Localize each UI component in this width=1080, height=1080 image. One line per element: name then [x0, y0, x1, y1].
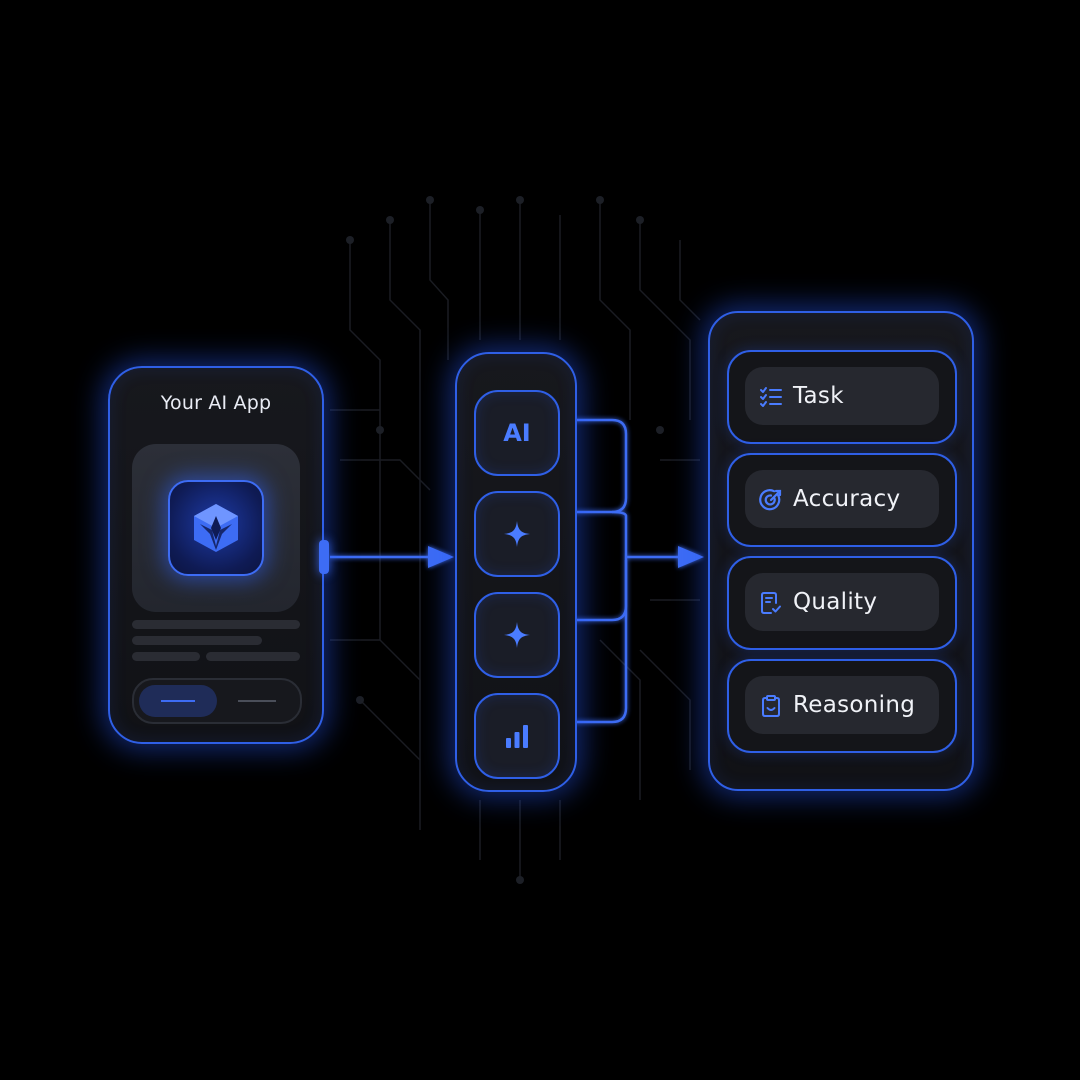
app-toggle[interactable]	[132, 678, 302, 724]
metric-quality-pill: Quality	[745, 573, 939, 631]
cube-spark-icon	[194, 504, 238, 552]
metric-reasoning-label: Reasoning	[793, 692, 916, 718]
metric-reasoning-pill: Reasoning	[745, 676, 939, 734]
model-tile-chart	[474, 693, 560, 779]
target-icon	[759, 489, 782, 511]
ai-app-card: Your AI App	[108, 366, 324, 744]
metric-accuracy-pill: Accuracy	[745, 470, 939, 528]
bracket-bottom	[573, 560, 628, 724]
placeholder-line	[132, 652, 200, 661]
metric-task-label: Task	[793, 383, 844, 409]
checklist-icon	[760, 387, 782, 407]
metric-reasoning[interactable]: Reasoning	[727, 659, 957, 753]
bar-chart-icon	[506, 725, 528, 748]
evaluation-panel: Task Accuracy	[708, 311, 974, 791]
placeholder-line	[132, 620, 300, 629]
metric-quality[interactable]: Quality	[727, 556, 957, 650]
app-title: Your AI App	[160, 392, 272, 414]
metric-task[interactable]: Task	[727, 350, 957, 444]
model-to-output-arrowhead	[678, 546, 704, 568]
document-check-icon	[761, 592, 781, 614]
model-tile-ai: AI	[474, 390, 560, 476]
sparkle-icon	[504, 521, 530, 547]
model-tile-sparkle-2	[474, 592, 560, 678]
app-preview	[132, 444, 300, 612]
metric-accuracy[interactable]: Accuracy	[727, 453, 957, 547]
app-logo-tile	[168, 480, 264, 576]
bracket-lower	[573, 510, 628, 622]
clipboard-icon	[762, 695, 780, 717]
toggle-inactive-indicator	[238, 700, 276, 702]
model-tile-sparkle-1	[474, 491, 560, 577]
ai-text-icon: AI	[503, 419, 531, 447]
bracket-upper	[573, 418, 628, 514]
metric-accuracy-label: Accuracy	[793, 486, 901, 512]
metric-quality-label: Quality	[793, 589, 878, 615]
app-output-port	[319, 540, 329, 574]
model-column: AI	[455, 352, 577, 792]
sparkle-icon	[504, 622, 530, 648]
toggle-active-indicator	[161, 700, 195, 702]
app-to-model-arrowhead	[428, 546, 454, 568]
placeholder-line	[132, 636, 262, 645]
placeholder-line	[206, 652, 300, 661]
toggle-active-segment[interactable]	[139, 685, 217, 717]
metric-task-pill: Task	[745, 367, 939, 425]
